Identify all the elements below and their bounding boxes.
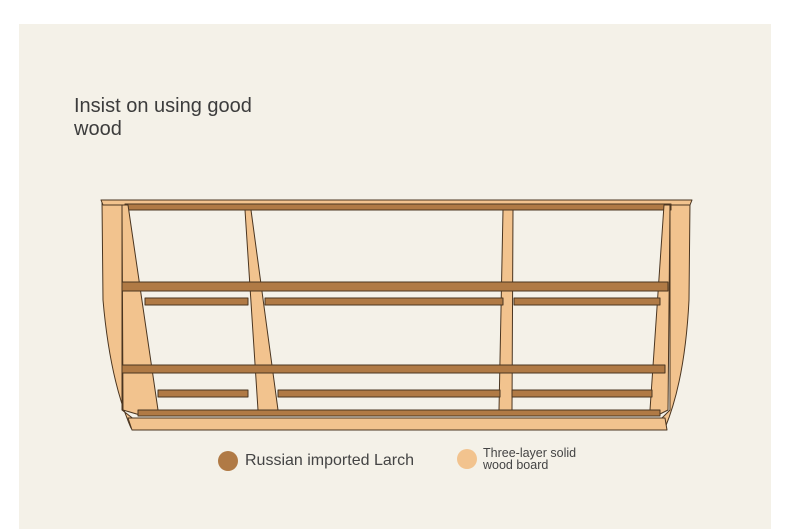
upper-front-rail <box>121 281 669 292</box>
upper-back-rail-3 <box>513 297 661 306</box>
board-swatch-icon <box>457 449 477 469</box>
bottom-base <box>127 417 668 431</box>
divider-right <box>649 204 671 416</box>
divider-3 <box>498 209 514 416</box>
page-title: Insist on using good wood <box>74 95 252 140</box>
divider-2 <box>244 209 279 416</box>
lower-back-rail-2 <box>277 389 501 398</box>
top-larch-rail <box>124 203 672 211</box>
legend-label: Russian imported Larch <box>245 452 414 469</box>
legend-item-board: Three-layer solid wood board <box>457 447 593 471</box>
content-panel <box>19 24 771 529</box>
upper-back-rail-2 <box>264 297 504 306</box>
divider-left <box>121 204 159 416</box>
lower-back-rail-3 <box>511 389 653 398</box>
legend-item-larch: Russian imported Larch <box>218 451 414 471</box>
bottom-larch-rail <box>137 409 661 417</box>
lower-back-rail-1 <box>157 389 249 398</box>
upper-back-rail-1 <box>144 297 249 306</box>
lower-front-rail <box>121 364 666 374</box>
larch-swatch-icon <box>218 451 238 471</box>
legend-label: Three-layer solid wood board <box>483 446 577 472</box>
